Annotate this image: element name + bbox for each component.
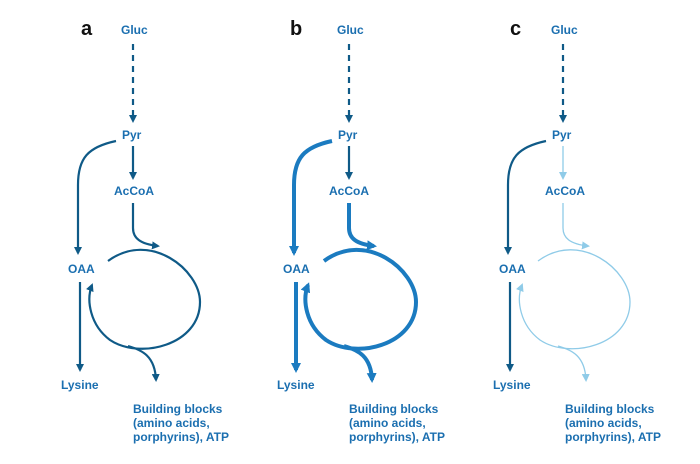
node-accoa: AcCoA	[114, 184, 155, 198]
node-oaa: OAA	[283, 262, 310, 276]
panel-letter-c: c	[510, 18, 522, 40]
node-pyr: Pyr	[122, 128, 142, 142]
arrow-cycle-to-products	[557, 345, 590, 382]
products-label: Building blocks (amino acids, porphyrins…	[565, 402, 661, 444]
node-pyr: Pyr	[338, 128, 358, 142]
products-line: Building blocks	[565, 402, 655, 416]
cycle-arc	[300, 247, 419, 351]
node-oaa: OAA	[499, 262, 526, 276]
panel-letter-a: a	[81, 18, 93, 40]
products-line: porphyrins), ATP	[349, 430, 445, 444]
node-gluc: Gluc	[121, 23, 148, 37]
node-gluc: Gluc	[551, 23, 578, 37]
arrow-cycle-to-products	[343, 344, 377, 383]
arrow-pyr-to-oaa	[504, 139, 547, 255]
node-lysine: Lysine	[61, 378, 99, 392]
node-accoa: AcCoA	[545, 184, 586, 198]
arrow-accoa-to-cycle	[347, 203, 377, 251]
products-line: Building blocks	[349, 402, 439, 416]
cycle-arc	[86, 248, 202, 350]
products-line: (amino acids,	[349, 416, 426, 430]
arrow-accoa-to-cycle	[562, 203, 590, 250]
arrow-accoa-to-cycle	[131, 203, 160, 250]
node-accoa: AcCoA	[329, 184, 370, 198]
node-lysine: Lysine	[277, 378, 315, 392]
products-line: porphyrins), ATP	[565, 430, 661, 444]
node-pyr: Pyr	[552, 128, 572, 142]
cycle-arc	[516, 249, 631, 350]
arrow-cycle-to-products	[127, 344, 160, 382]
node-gluc: Gluc	[337, 23, 364, 37]
products-line: (amino acids,	[565, 416, 642, 430]
arrow-pyr-to-oaa	[74, 139, 117, 255]
arrow-pyr-to-oaa	[289, 139, 333, 256]
products-label: Building blocks (amino acids, porphyrins…	[349, 402, 445, 444]
products-line: (amino acids,	[133, 416, 210, 430]
node-oaa: OAA	[68, 262, 95, 276]
products-line: porphyrins), ATP	[133, 430, 229, 444]
node-lysine: Lysine	[493, 378, 531, 392]
products-line: Building blocks	[133, 402, 223, 416]
panel-letter-b: b	[290, 18, 303, 40]
products-label: Building blocks (amino acids, porphyrins…	[133, 402, 229, 444]
